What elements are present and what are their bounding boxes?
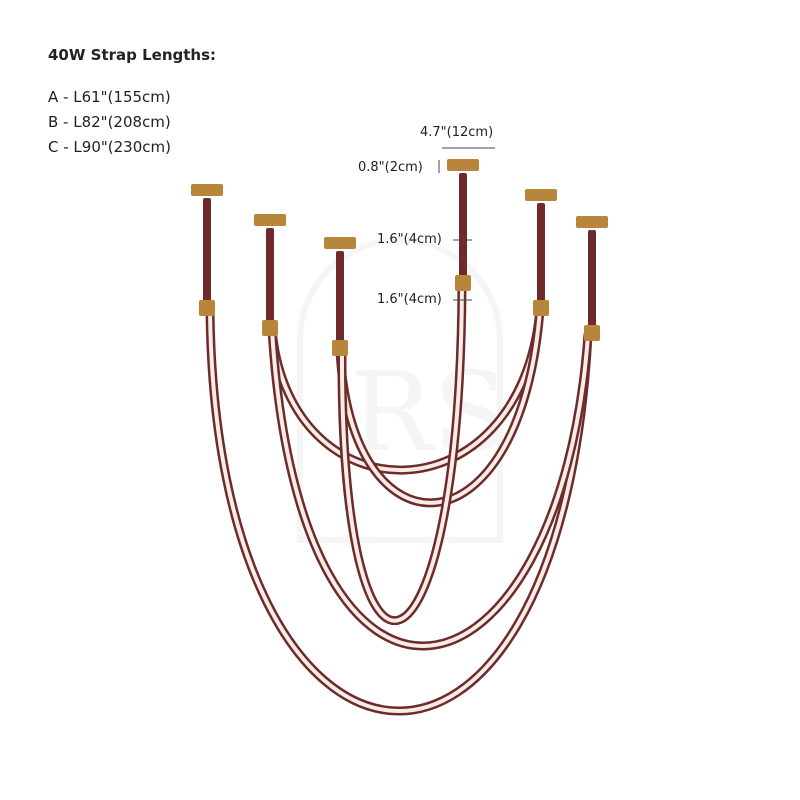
canopy-cap bbox=[191, 184, 223, 196]
inner-loop-light bbox=[339, 283, 464, 623]
strap-lengths-heading: 40W Strap Lengths: bbox=[48, 46, 217, 64]
canopy-cap bbox=[324, 237, 356, 249]
length-a: A - L61"(155cm) bbox=[48, 88, 171, 106]
middle-loop-light bbox=[270, 328, 590, 648]
hanging-strap bbox=[588, 230, 596, 335]
hanging-strap bbox=[459, 173, 467, 285]
brass-sleeve bbox=[262, 320, 278, 336]
sleeve-width-label: 1.6"(4cm) bbox=[377, 292, 442, 307]
length-b: B - L82"(208cm) bbox=[48, 113, 171, 131]
thin-loop-b-light bbox=[270, 308, 542, 472]
brass-sleeve bbox=[332, 340, 348, 356]
brass-sleeve bbox=[199, 300, 215, 316]
hanging-strap bbox=[203, 198, 211, 310]
canopy-cap bbox=[447, 159, 479, 171]
thin-loop-a-light bbox=[338, 308, 542, 505]
length-c: C - L90"(230cm) bbox=[48, 138, 171, 156]
watermark-logo: RS bbox=[297, 237, 508, 543]
canopy-cap bbox=[525, 189, 557, 201]
canopy-height-label: 0.8"(2cm) bbox=[358, 160, 423, 175]
outer-loop-c-light bbox=[208, 308, 590, 713]
canopy-cap bbox=[576, 216, 608, 228]
brass-sleeve bbox=[533, 300, 549, 316]
svg-text:RS: RS bbox=[350, 348, 508, 476]
hanging-strap bbox=[537, 203, 545, 310]
canopy-diameter-label: 4.7"(12cm) bbox=[420, 125, 494, 140]
hanging-strap bbox=[336, 251, 344, 350]
brass-sleeve bbox=[455, 275, 471, 291]
hanging-strap bbox=[266, 228, 274, 330]
strap-width-label: 1.6"(4cm) bbox=[377, 232, 442, 247]
brass-sleeve bbox=[584, 325, 600, 341]
canopy-cap bbox=[254, 214, 286, 226]
